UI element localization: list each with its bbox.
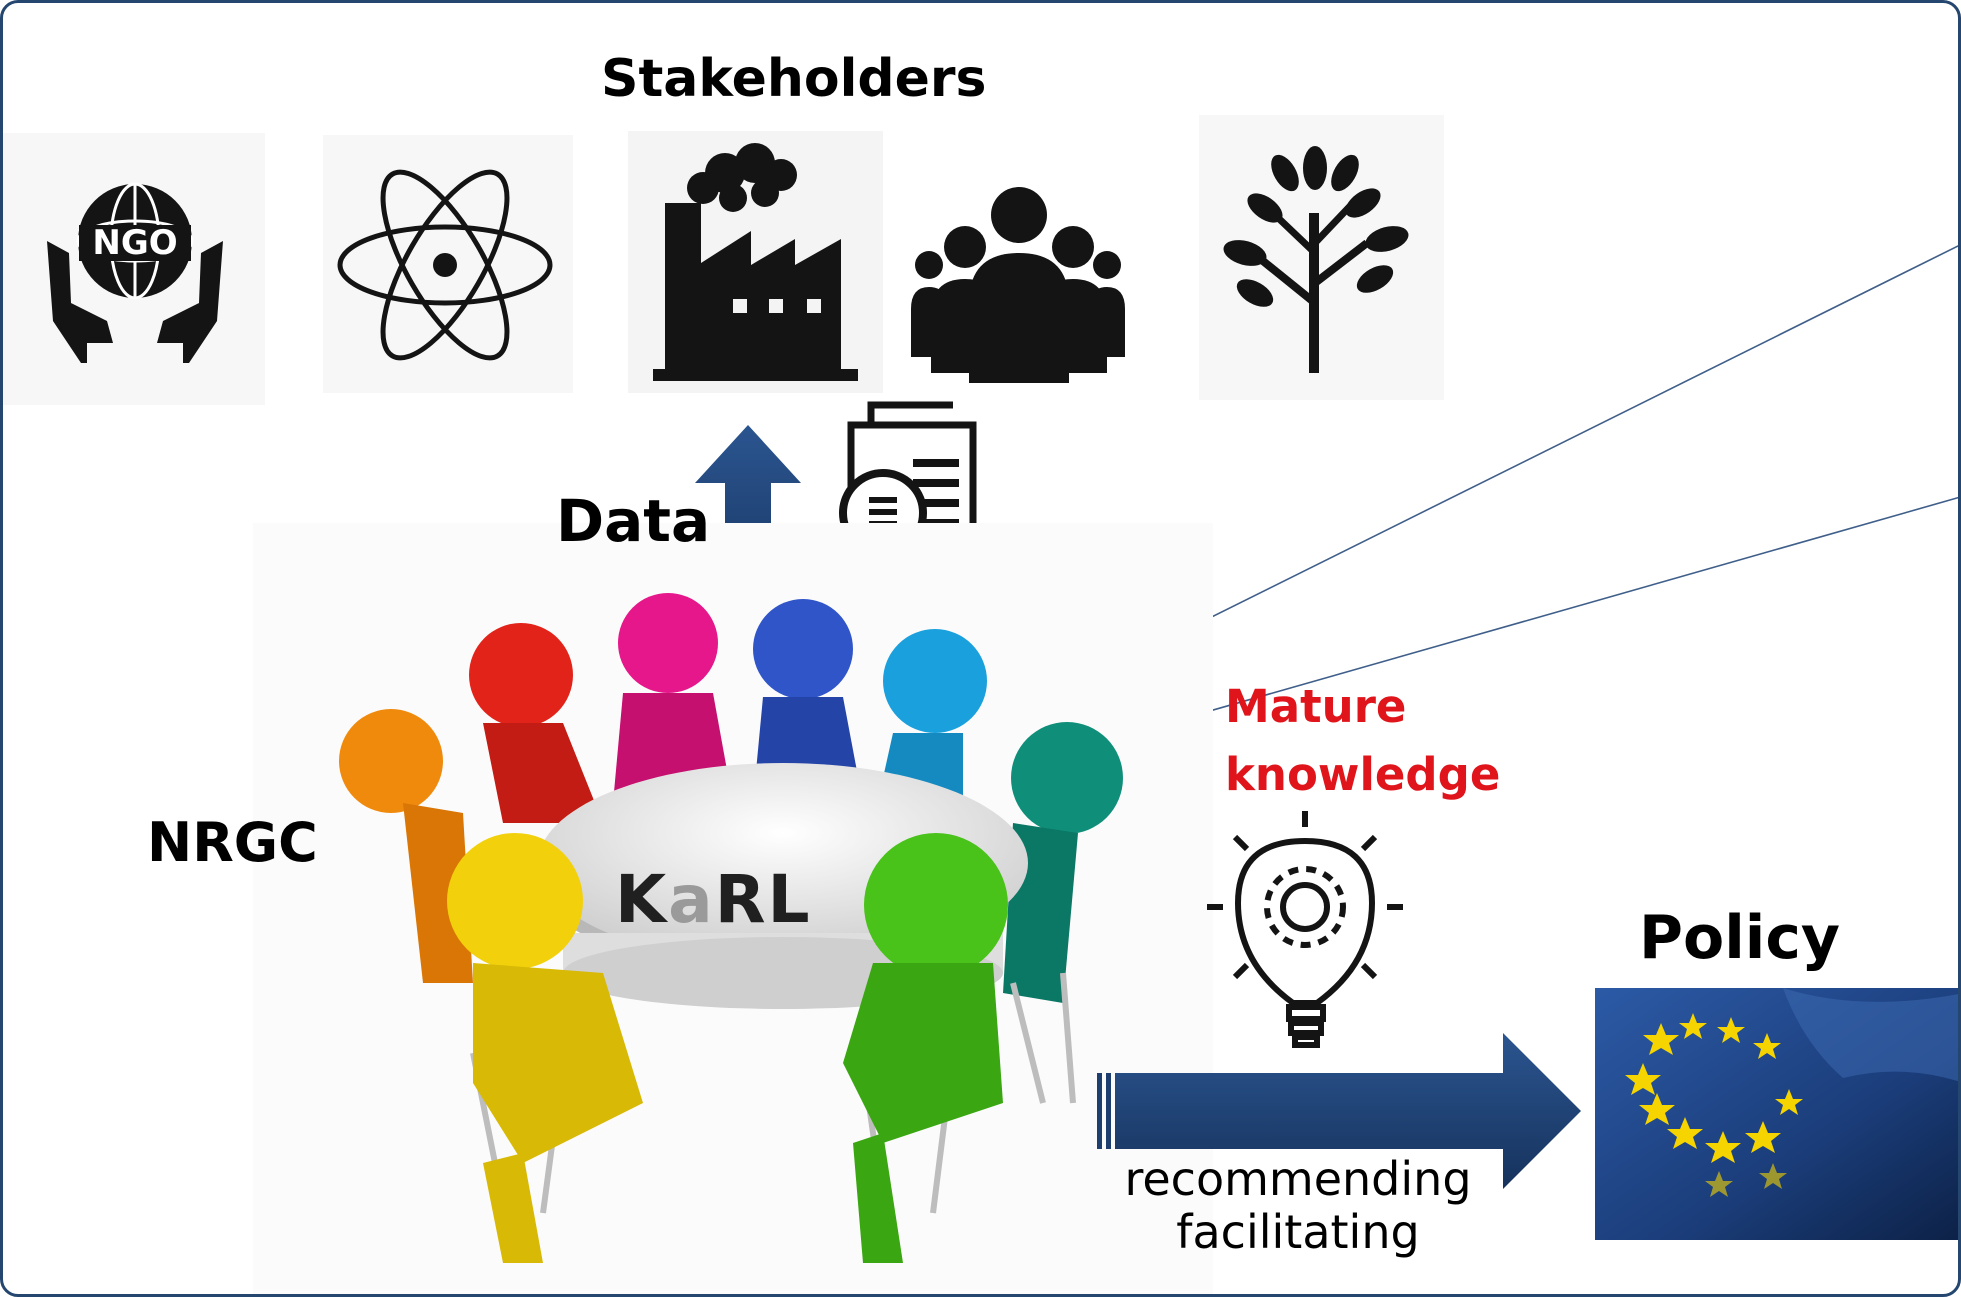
karl-part-k: K [615, 861, 669, 938]
ngo-icon: NGO [3, 133, 265, 405]
nrgc-label: NRGC [147, 811, 318, 874]
person-yellow [447, 833, 643, 1263]
person-green [843, 833, 1008, 1263]
action-labels: recommending facilitating [1113, 1153, 1483, 1259]
mature-line: Mature [1225, 680, 1407, 733]
eu-stars [1625, 1013, 1803, 1197]
karl-part-a: a [668, 861, 715, 938]
recommending-label: recommending [1124, 1152, 1472, 1206]
diagram-graphics: NGO [3, 115, 1958, 1294]
tree-icon [1199, 115, 1444, 400]
people-group-icon [911, 187, 1125, 383]
lightbulb-gear-icon [1207, 811, 1403, 1048]
person-orange [339, 709, 473, 983]
karl-logo-text: KaRL [615, 861, 812, 938]
atom-icon [323, 135, 573, 393]
facilitating-label: facilitating [1176, 1204, 1420, 1259]
person-red [469, 623, 603, 823]
policy-arrow [1097, 1033, 1581, 1189]
round-table-scene [253, 523, 1213, 1294]
policy-label: Policy [1639, 903, 1841, 973]
factory-icon [628, 131, 883, 393]
mature-knowledge-label: Mature knowledge [1225, 673, 1500, 808]
eu-flag-image [1595, 988, 1958, 1240]
stakeholders-title: Stakeholders [601, 49, 987, 109]
karl-part-rl: RL [714, 861, 812, 938]
data-label: Data [556, 487, 711, 555]
knowledge-line: knowledge [1225, 747, 1501, 801]
ngo-text: NGO [92, 223, 177, 263]
